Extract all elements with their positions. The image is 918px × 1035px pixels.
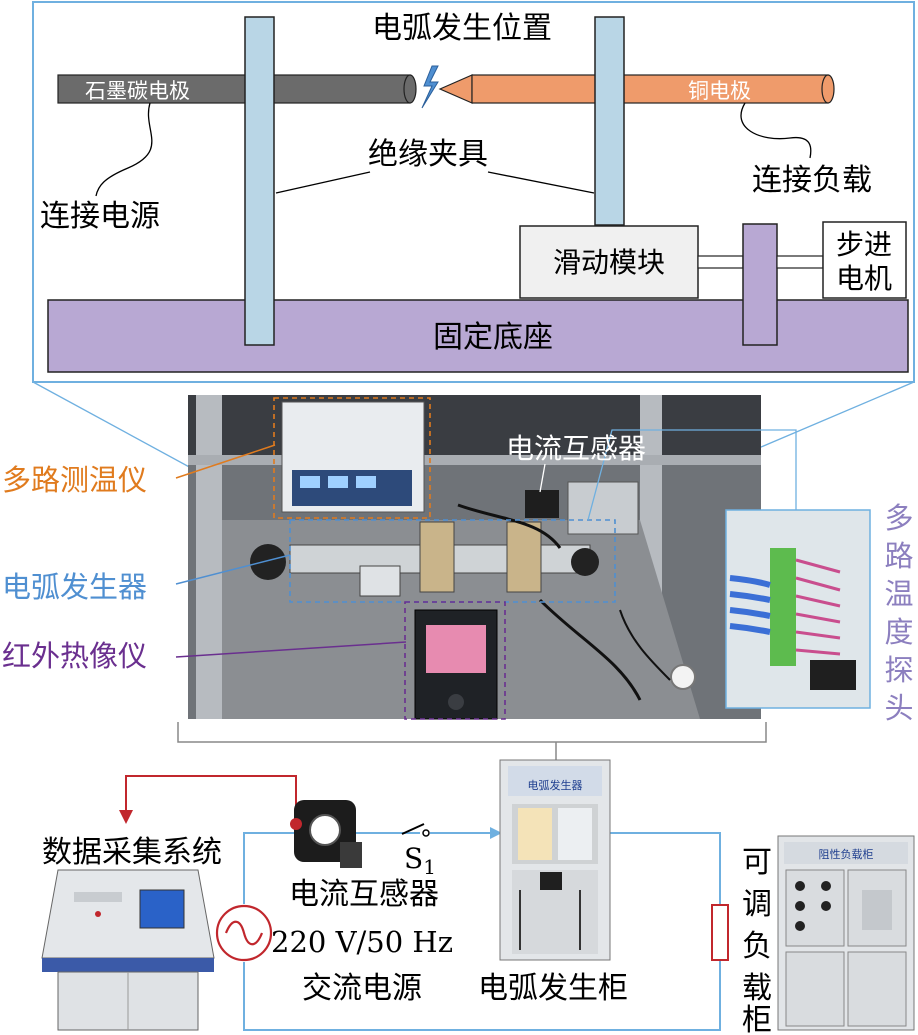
connect-power-label: 连接电源 [40, 199, 160, 234]
thermometer-label: 多路测温仪 [2, 463, 147, 497]
ac-source-label: 交流电源 [302, 971, 422, 1006]
stepper-motor-label-1: 步进 [836, 228, 892, 261]
arc-cabinet-label: 电弧发生柜 [478, 971, 628, 1006]
probe-label-char-3: 温 [884, 577, 913, 611]
probe-label-char-5: 探 [884, 653, 913, 687]
arc-cabinet [499, 759, 611, 961]
sliding-module [519, 225, 699, 299]
load-cabinet-char-4: 载 [742, 971, 772, 1006]
load-cabinet-char-1: 可 [742, 845, 772, 880]
ac-wave [224, 920, 264, 946]
load-cabinet [777, 835, 915, 1031]
thermometer-leader [175, 444, 276, 479]
insulating-post-left [244, 16, 275, 346]
lab-photo [188, 395, 761, 720]
current-transformer-photo-label: 电流互感器 [506, 432, 646, 465]
copper-electrode-end [821, 74, 835, 104]
thermal-imager-leader [175, 641, 407, 658]
load-cabinet-char-5: 柜 [742, 1003, 772, 1035]
shaft-segment-2 [776, 255, 824, 269]
arc-generator-label: 电弧发生器 [2, 570, 147, 604]
shaft-segment-1 [697, 255, 744, 269]
sliding-module-label: 滑动模块 [553, 246, 665, 279]
signal-wire-arrow [119, 810, 133, 824]
switch-s1 [401, 823, 425, 835]
load-cabinet-char-3: 负 [742, 929, 772, 964]
probe-label-char-1: 多 [884, 501, 913, 535]
fixture-leader-left [275, 171, 371, 194]
thermometer-highlight [273, 397, 431, 519]
insulating-fixture-label: 绝缘夹具 [368, 137, 488, 172]
photo-bracket [177, 722, 767, 743]
load-resistor-icon [711, 904, 729, 961]
insulating-post-right [594, 16, 625, 226]
daq-system-label: 数据采集系统 [42, 835, 222, 870]
load-cabinet-char-2: 调 [742, 887, 772, 922]
probe-label-char-6: 头 [884, 691, 913, 725]
probe-inset [725, 509, 871, 709]
arc-cabinet-sign: 电弧发生器 [528, 778, 583, 792]
probe-inset-leader [587, 429, 797, 521]
fixture-leader-right [487, 171, 595, 194]
signal-wire [125, 775, 297, 824]
circuit-loop-to-load [610, 832, 721, 905]
current-transformer-label: 电流互感器 [289, 877, 439, 912]
graphite-electrode [57, 74, 411, 104]
circuit-loop-load-bottom [243, 960, 721, 1031]
arc-position-label: 电弧发生位置 [372, 11, 552, 46]
current-transformer-device [290, 800, 362, 868]
thermal-imager-label: 红外热像仪 [2, 639, 147, 673]
probe-label-char-4: 度 [884, 615, 913, 649]
current-transformer-photo-leader [539, 463, 546, 493]
arc-spark-icon [421, 65, 439, 109]
fixed-base-label: 固定底座 [433, 320, 553, 355]
power-wire [95, 102, 153, 197]
load-wire [740, 102, 812, 159]
circuit-arrow [490, 827, 502, 839]
switch-label: S1 [404, 842, 436, 879]
stepper-motor [822, 221, 907, 299]
voltage-label: 220 V/50 Hz [271, 925, 453, 959]
stepper-support [742, 223, 778, 346]
probe-label-char-2: 路 [884, 539, 913, 573]
stepper-motor-label-2: 电机 [836, 262, 892, 295]
load-cabinet-sign: 阻性负载柜 [819, 847, 874, 861]
switch-contact [422, 829, 430, 837]
thermal-imager-highlight [404, 601, 506, 720]
daq-console [41, 869, 215, 1031]
copper-electrode-label: 铜电极 [688, 79, 751, 103]
graphite-electrode-label: 石墨碳电极 [85, 79, 190, 103]
copper-electrode [471, 74, 829, 104]
arc-generator-leader [175, 554, 291, 585]
connect-load-label: 连接负载 [752, 163, 872, 198]
circuit-loop [243, 832, 420, 904]
graphite-electrode-end [403, 74, 417, 104]
